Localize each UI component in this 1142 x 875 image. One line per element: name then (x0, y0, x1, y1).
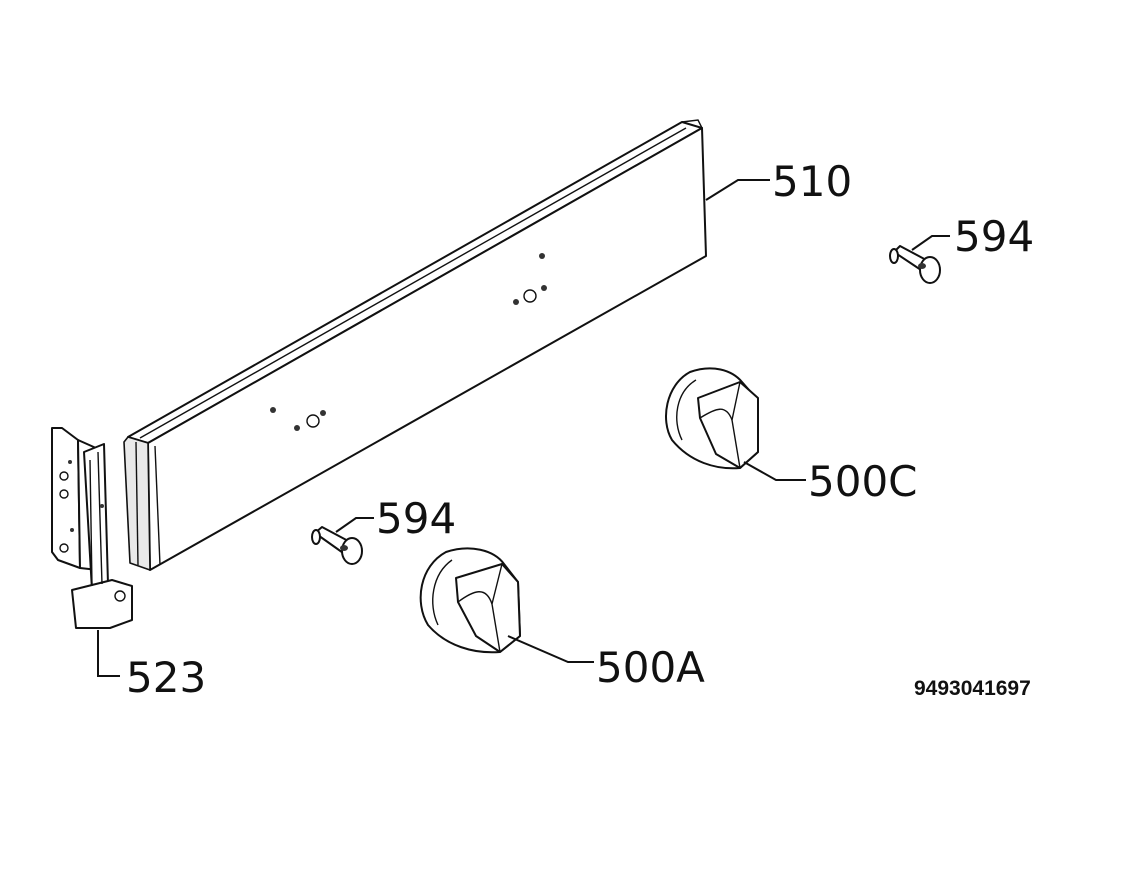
knob-part-500A (419, 547, 521, 654)
leader-594-left (335, 517, 374, 533)
panel-hole-left (270, 407, 326, 431)
panel-hole-right (513, 253, 547, 305)
screw-part-594-left (311, 526, 363, 565)
callout-594-left: 594 (376, 494, 456, 543)
callout-594-right: 594 (954, 212, 1034, 261)
bracket-part-523 (51, 427, 133, 629)
leader-594-right (911, 235, 950, 251)
screw-part-594-right (889, 245, 941, 284)
document-number: 9493041697 (914, 677, 1031, 700)
callout-500C: 500C (808, 457, 918, 506)
leader-523 (97, 630, 120, 677)
callout-500A: 500A (596, 643, 705, 692)
knob-part-500C (665, 367, 759, 470)
leader-510 (705, 179, 770, 201)
leader-500A (507, 635, 594, 663)
leader-500C (743, 461, 806, 481)
callout-523: 523 (126, 653, 206, 702)
callout-510: 510 (772, 157, 852, 206)
control-panel-part-510 (123, 119, 707, 571)
